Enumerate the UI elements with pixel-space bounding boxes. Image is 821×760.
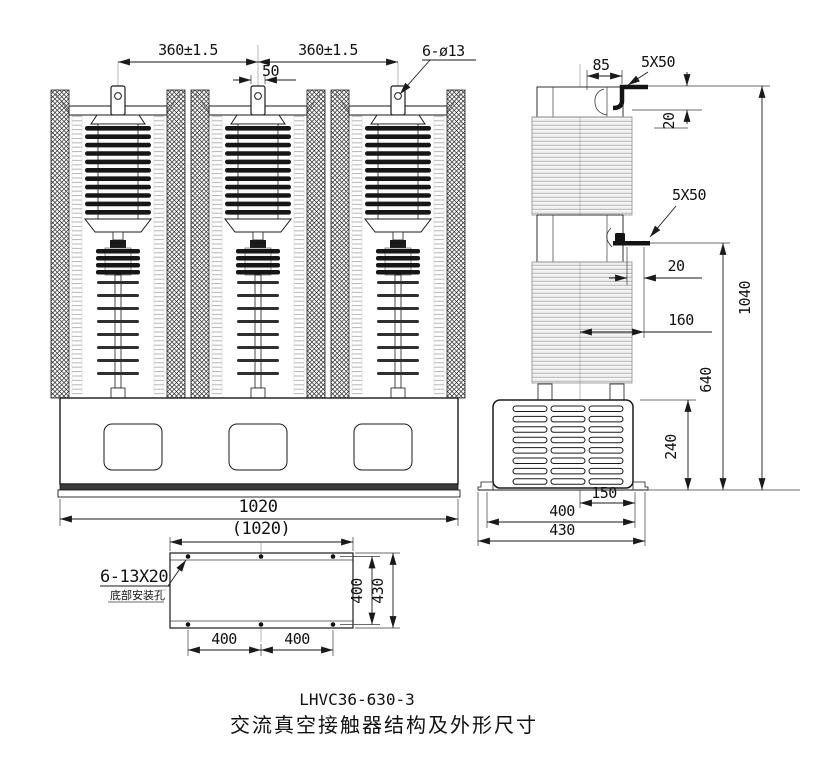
dim-center-150: 150 — [591, 484, 617, 502]
dim-box-height-240: 240 — [662, 434, 680, 460]
front-width-dim: 1020 — [59, 497, 459, 526]
side-dims: 85 5X50 20 5X50 20 160 640 1040 — [477, 53, 770, 546]
dim-depth-160: 160 — [668, 311, 694, 329]
mid-busbar — [606, 227, 650, 248]
dim-height-640: 640 — [697, 367, 715, 393]
drawing-caption: 交流真空接触器结构及外形尺寸 — [230, 713, 538, 737]
dim-plan-depth-400: 400 — [348, 578, 366, 604]
mounting-hole-callout: 6-13X20 底部安装孔 — [100, 559, 187, 603]
label-holes: 6-13X20 — [100, 567, 168, 587]
dim-hole-span-left: 400 — [211, 630, 237, 648]
dim-mount-400: 400 — [549, 502, 575, 520]
model-number: LHVC36-630-3 — [299, 690, 415, 709]
front-window-2 — [228, 423, 288, 471]
dim-base-430: 430 — [549, 521, 575, 539]
dim-hole-span-right: 400 — [284, 630, 310, 648]
dim-ref-width: (1020) — [232, 519, 290, 539]
front-view: 360±1.5 360±1.5 50 6-ø13 1020 — [50, 41, 476, 526]
front-top-dims: 360±1.5 360±1.5 50 6-ø13 — [118, 41, 476, 95]
dim-gap-20: 20 — [667, 257, 685, 275]
label-holes-note: 底部安装孔 — [110, 588, 165, 602]
top-busbar — [594, 84, 648, 116]
bottom-view: (1020) 400 430 400 400 6-13X20 底部安装孔 — [100, 519, 400, 656]
front-base-box — [57, 397, 461, 498]
front-window-1 — [103, 423, 163, 471]
dim-top-holes: 6-ø13 — [422, 42, 465, 60]
mounting-holes — [185, 554, 336, 627]
dim-pole-spacing-right: 360±1.5 — [298, 41, 358, 59]
dim-plan-depth-430: 430 — [369, 578, 387, 604]
dim-busbar-top: 5X50 — [641, 53, 676, 71]
side-view: 85 5X50 20 5X50 20 160 640 1040 — [477, 53, 800, 546]
dim-busbar-mid: 5X50 — [672, 186, 707, 204]
dim-drop-20: 20 — [660, 112, 678, 130]
front-window-3 — [353, 423, 413, 471]
dim-pole-spacing-left: 360±1.5 — [158, 41, 218, 59]
title-block: LHVC36-630-3 交流真空接触器结构及外形尺寸 — [230, 690, 538, 737]
dim-base-width: 1020 — [239, 497, 278, 517]
dim-height-1040: 1040 — [736, 280, 754, 315]
dim-terminal-width: 50 — [262, 62, 280, 80]
dim-offset-85: 85 — [592, 56, 609, 74]
side-base-box — [477, 399, 800, 491]
